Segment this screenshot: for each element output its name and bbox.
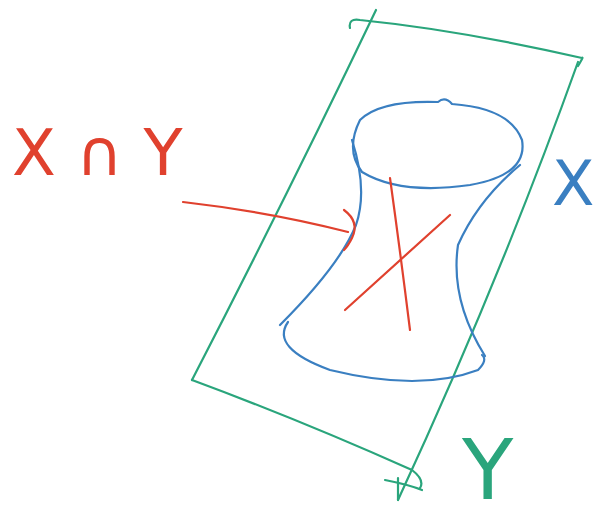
surface-side (457, 165, 520, 356)
set-label: X (552, 150, 594, 218)
intersection-label: X ∩ Y (12, 118, 182, 188)
plane-edge (192, 10, 376, 380)
plane-outline (192, 10, 583, 500)
surface-outline (280, 99, 523, 381)
surface-bottom (284, 322, 484, 381)
leader-line (183, 202, 348, 232)
intersection (183, 178, 450, 330)
plane-edge (192, 380, 421, 488)
plane-edge (350, 20, 583, 66)
intersection-curve (345, 215, 450, 310)
set-label: Y (462, 424, 513, 516)
surface-top (353, 99, 523, 188)
arrow-head (344, 210, 355, 250)
arrow-head (385, 478, 422, 500)
